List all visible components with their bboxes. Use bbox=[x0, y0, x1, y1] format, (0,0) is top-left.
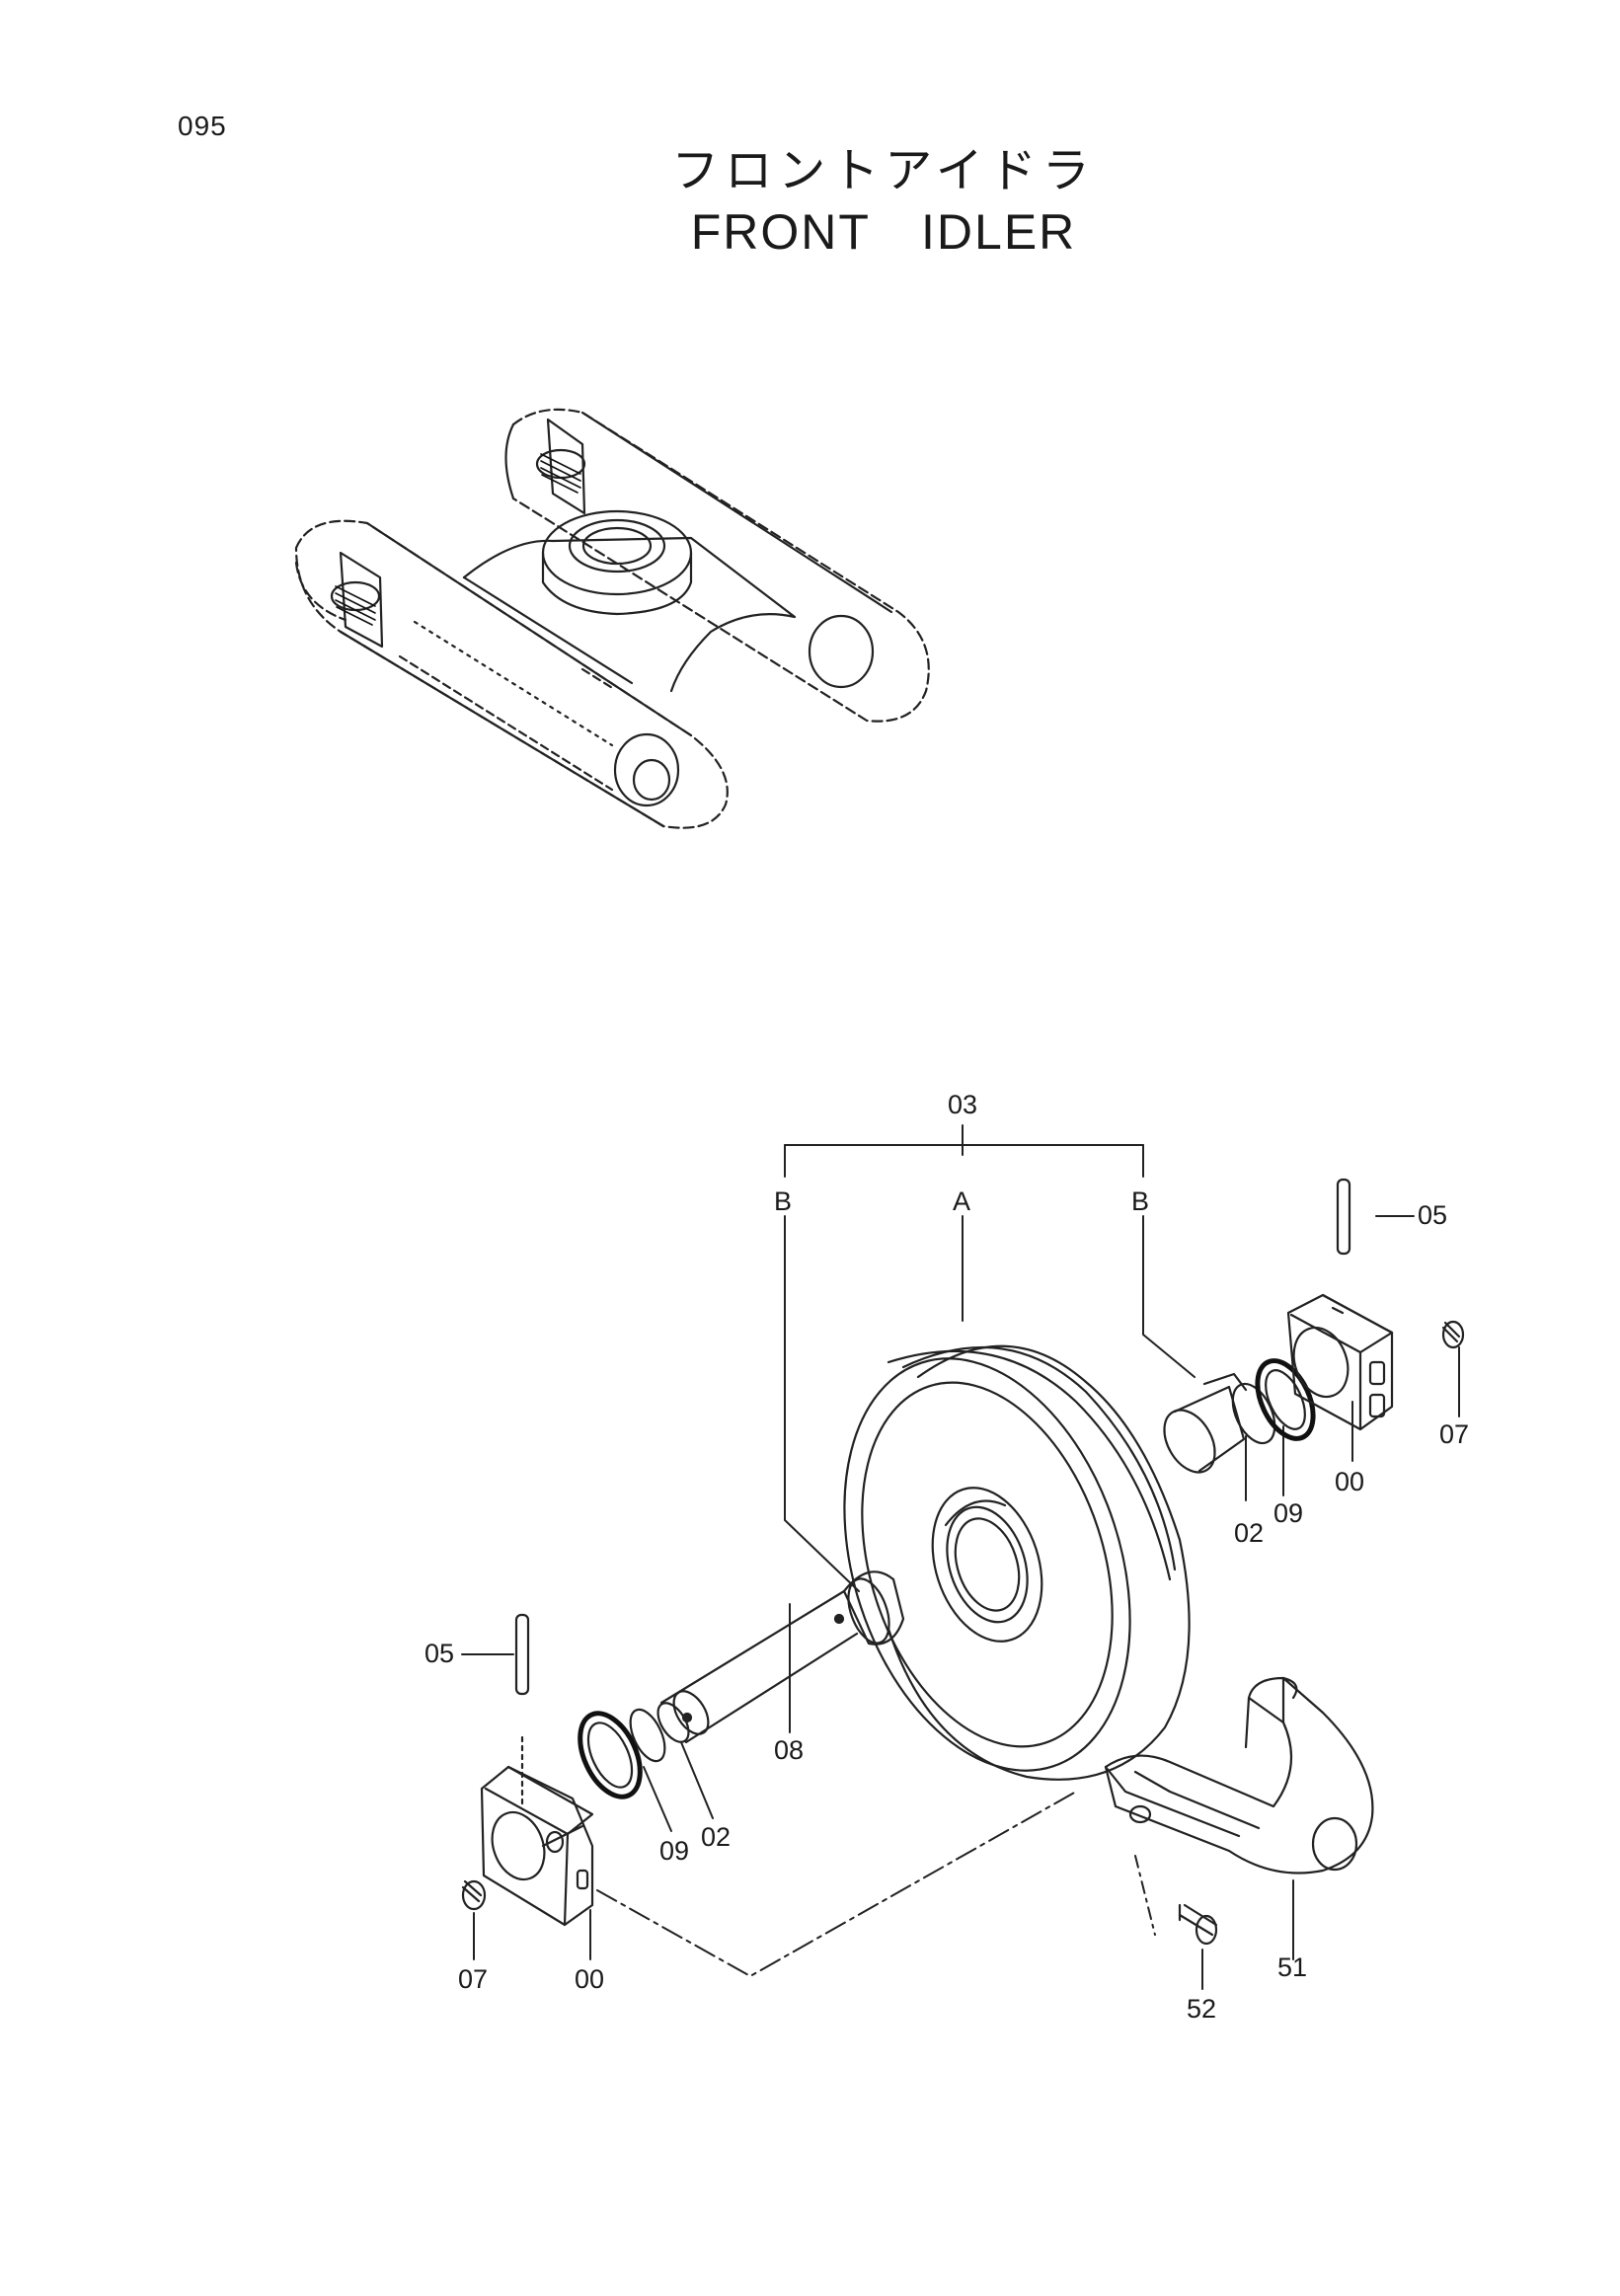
collar-right bbox=[1163, 1372, 1248, 1474]
label-02-left: 02 bbox=[701, 1822, 731, 1852]
title-japanese: フロントアイドラ bbox=[671, 143, 1096, 198]
label-07-left: 07 bbox=[458, 1964, 488, 1994]
pin-left bbox=[514, 1613, 530, 1808]
undercarriage-overview bbox=[294, 408, 930, 829]
yoke-bracket bbox=[1104, 1676, 1374, 1875]
label-05-right: 05 bbox=[1418, 1200, 1447, 1230]
part-labels: 03 B A B 05 07 00 09 02 05 08 02 09 07 0… bbox=[424, 1090, 1469, 2024]
label-02-right: 02 bbox=[1234, 1518, 1264, 1548]
seal-rings-right bbox=[1231, 1358, 1316, 1445]
label-05-left: 05 bbox=[424, 1639, 454, 1668]
label-07-right: 07 bbox=[1439, 1419, 1469, 1449]
label-09-left: 09 bbox=[659, 1836, 689, 1866]
label-b-left: B bbox=[774, 1186, 792, 1216]
label-09-right: 09 bbox=[1273, 1498, 1303, 1528]
bearing-block-left bbox=[480, 1765, 594, 1927]
bolt-left bbox=[461, 1879, 487, 1911]
bolt-52 bbox=[1178, 1903, 1218, 1946]
idler-wheel bbox=[843, 1344, 1191, 1781]
label-03: 03 bbox=[948, 1090, 977, 1119]
label-51: 51 bbox=[1277, 1952, 1307, 1982]
label-b-right: B bbox=[1131, 1186, 1149, 1216]
bearing-block-right bbox=[1286, 1293, 1394, 1431]
seal-rings-left bbox=[578, 1708, 666, 1799]
label-a: A bbox=[953, 1186, 970, 1216]
page-number: 095 bbox=[178, 111, 227, 141]
pin-right bbox=[1336, 1178, 1351, 1256]
label-08: 08 bbox=[774, 1735, 804, 1765]
bolt-right bbox=[1441, 1320, 1465, 1349]
leader-lines bbox=[461, 1124, 1460, 1990]
label-00-left: 00 bbox=[575, 1964, 604, 1994]
label-52: 52 bbox=[1187, 1994, 1216, 2024]
label-00-right: 00 bbox=[1335, 1467, 1364, 1496]
shaft bbox=[656, 1570, 905, 1744]
title-english: FRONT IDLER bbox=[690, 204, 1077, 260]
